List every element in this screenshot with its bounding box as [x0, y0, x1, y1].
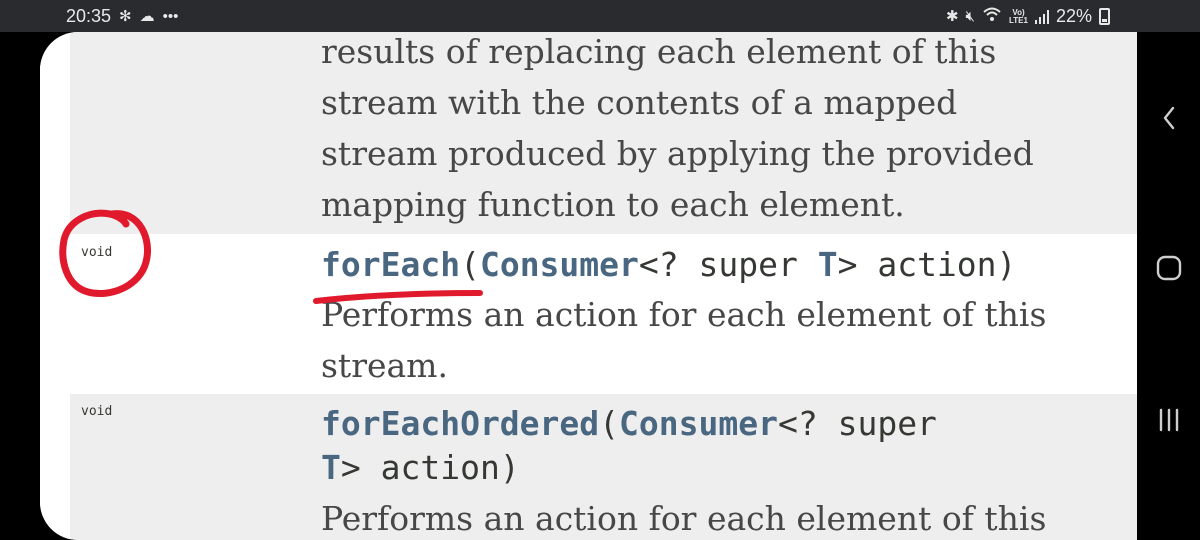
- battery-percent: 22%: [1055, 6, 1092, 26]
- description-line: stream with the contents of a mapped: [321, 83, 958, 122]
- three-bars-icon: [1159, 408, 1178, 432]
- cloud-icon: ☁: [139, 7, 155, 25]
- javadoc-page: results of replacing each element of thi…: [40, 32, 1137, 540]
- wifi-icon: [982, 6, 1002, 27]
- lte-line-1: Vo): [1012, 7, 1025, 17]
- description-line: mapping function to each element.: [321, 185, 905, 224]
- status-left: 20:35 ✻ ☁ •••: [66, 6, 178, 27]
- type-link-consumer[interactable]: Consumer: [479, 245, 639, 284]
- description-line: stream produced by applying the provided: [321, 134, 1034, 173]
- return-type: void: [81, 245, 113, 260]
- method-description: Performs an action for each element of t…: [321, 289, 1131, 391]
- method-description: results of replacing each element of thi…: [321, 32, 1131, 230]
- return-type: void: [81, 404, 113, 419]
- battery-icon: [1099, 8, 1110, 25]
- rounded-square-icon: [1156, 255, 1181, 281]
- description-line: Performs an action for each element of t…: [321, 295, 1047, 334]
- recent-apps-button[interactable]: [1137, 400, 1200, 440]
- method-link-foreachordered[interactable]: forEachOrdered: [321, 404, 600, 443]
- method-signature: forEachOrdered(Consumer<? super T> actio…: [321, 402, 1131, 490]
- type-param-t[interactable]: T: [817, 245, 838, 284]
- page-left-margin: [40, 32, 70, 540]
- mute-icon: 🔇︎: [965, 7, 975, 25]
- method-row-flatmap: results of replacing each element of thi…: [70, 32, 1137, 234]
- status-bar: 20:35 ✻ ☁ ••• ✱ 🔇︎ Vo) LTE1 22%: [0, 0, 1200, 32]
- lte-indicator: Vo) LTE1: [1009, 7, 1028, 25]
- method-row-foreachordered: void forEachOrdered(Consumer<? super T> …: [70, 394, 1137, 540]
- open-paren: (: [599, 404, 620, 443]
- method-description: Performs an action for each element of t…: [321, 493, 1131, 540]
- method-link-foreach[interactable]: forEach: [321, 245, 461, 284]
- description-line: stream.: [321, 346, 448, 385]
- lte-line-2: LTE1: [1009, 15, 1028, 25]
- param-tail: > action): [837, 245, 1017, 284]
- description-line: results of replacing each element of thi…: [321, 32, 997, 71]
- navigation-bar: [1137, 32, 1200, 540]
- method-row-foreach: void forEach(Consumer<? super T> action)…: [70, 234, 1137, 394]
- type-link-consumer[interactable]: Consumer: [619, 404, 778, 443]
- status-right: ✱ 🔇︎ Vo) LTE1 22%: [946, 6, 1110, 27]
- description-line: Performs an action for each element of t…: [321, 499, 1047, 538]
- generic-text: <? super: [777, 404, 937, 443]
- method-signature: forEach(Consumer<? super T> action): [321, 244, 1131, 286]
- more-dots-icon: •••: [162, 7, 179, 25]
- open-paren: (: [460, 245, 480, 284]
- param-tail: > action): [340, 448, 520, 487]
- signal-icon: [1034, 9, 1049, 24]
- fan-icon: ✻: [119, 7, 132, 25]
- chevron-left-icon: [1163, 106, 1174, 130]
- bluetooth-icon: ✱: [945, 7, 959, 25]
- clock: 20:35: [66, 6, 112, 26]
- back-button[interactable]: [1137, 98, 1200, 138]
- type-param-t[interactable]: T: [321, 448, 341, 487]
- home-button[interactable]: [1137, 248, 1200, 288]
- generic-text: <? super: [638, 245, 818, 284]
